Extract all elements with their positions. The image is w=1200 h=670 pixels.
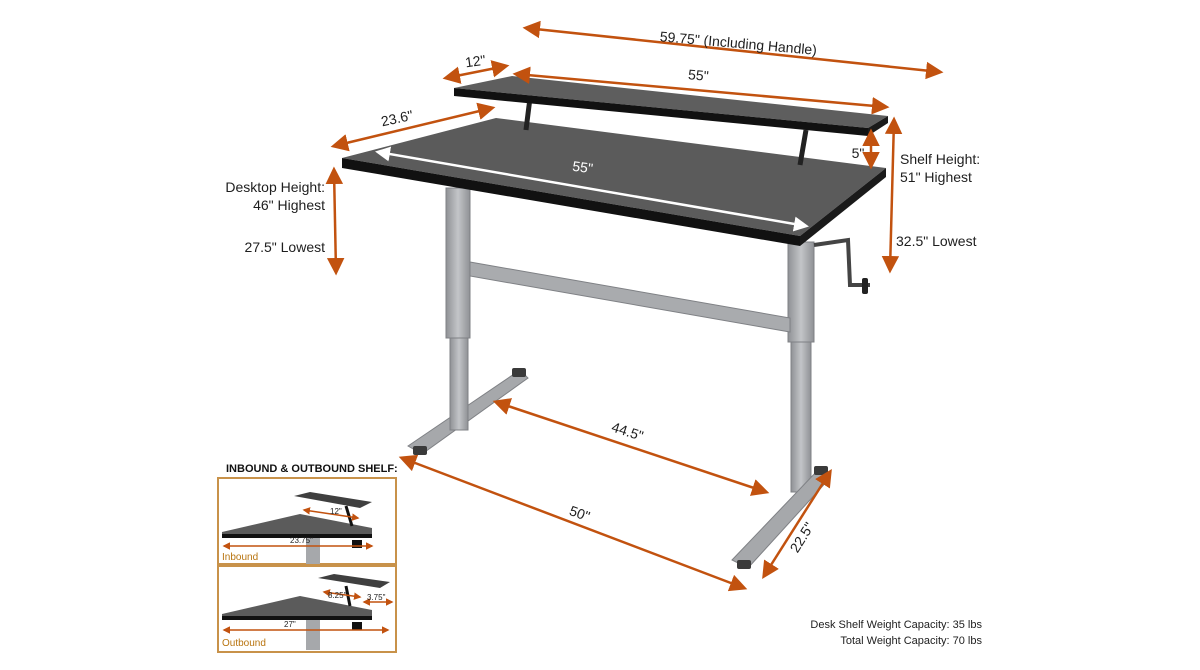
left-leg-upper [445, 187, 471, 339]
capacity-shelf: Desk Shelf Weight Capacity: 35 lbs [810, 619, 982, 631]
outbound-shelf-label: 8.25" [328, 591, 347, 600]
arrow-shelf-width [512, 66, 890, 115]
right-foot-pad-back [814, 466, 828, 475]
crank-knob[interactable] [862, 278, 868, 294]
label-desktop-highest: 46" Highest [253, 197, 325, 213]
label-shelf-width: 55" [688, 66, 710, 84]
left-foot-pad-back [512, 368, 526, 377]
desktop-edge-right [800, 168, 886, 246]
arrow-base-length [398, 454, 748, 592]
crank-handle[interactable] [813, 237, 870, 287]
label-desktop-height-title: Desktop Height: [225, 179, 325, 195]
arrow-total-width [522, 20, 944, 80]
arrow-shelf-height [881, 116, 903, 274]
inbound-crank [352, 540, 362, 548]
outbound-crank [352, 622, 362, 630]
outbound-overhang-label: 3.75" [367, 593, 386, 602]
outbound-shelf [318, 574, 390, 588]
arrow-desktop-height [325, 166, 345, 276]
inbound-desk-edge [222, 534, 372, 538]
outbound-shelf-arrow [322, 589, 362, 600]
left-leg-lower [449, 337, 469, 431]
arrow-leg-span [492, 398, 770, 496]
arrow-shelf-depth [442, 60, 510, 84]
dimension-arrows [325, 20, 944, 592]
inbound-desk [222, 514, 372, 538]
inset-panel: INBOUND & OUTBOUND SHELF: 12" 23.75" Inb… [217, 463, 398, 653]
capacity-total: Total Weight Capacity: 70 lbs [840, 635, 982, 647]
label-shelf-depth: 12" [464, 52, 487, 71]
right-foot-pad-front [737, 560, 751, 569]
label-base-length: 50" [567, 502, 592, 524]
label-leg-span: 44.5" [610, 419, 646, 444]
label-desk-depth: 23.6" [380, 107, 415, 129]
label-shelf-lowest: 32.5" Lowest [896, 233, 977, 249]
outbound-label: Outbound [222, 638, 266, 649]
right-leg-upper [787, 241, 815, 343]
label-total-width: 59.75" (Including Handle) [659, 28, 817, 58]
outbound-desk-edge [222, 616, 372, 620]
arrow-desk-depth [330, 102, 496, 152]
label-base-depth: 22.5" [786, 519, 817, 555]
outbound-desk [222, 596, 372, 620]
outbound-depth-label: 27" [284, 620, 296, 629]
inbound-shelf [294, 492, 372, 508]
inbound-label: Inbound [222, 552, 258, 563]
inbound-depth-label: 23.75" [290, 536, 313, 545]
crossbar [469, 261, 791, 333]
left-foot-pad-front [413, 446, 427, 455]
outbound-leg [306, 620, 320, 650]
label-shelf-highest: 51" Highest [900, 169, 972, 185]
label-desk-width: 55" [571, 158, 594, 177]
inset-title: INBOUND & OUTBOUND SHELF: [226, 463, 398, 475]
right-leg-lower [790, 341, 812, 493]
desk-frame [407, 187, 870, 569]
label-shelf-gap: 5" [852, 145, 865, 161]
inbound-shelf-label: 12" [330, 507, 342, 516]
arrow-desk-width [375, 146, 809, 232]
label-desktop-lowest: 27.5" Lowest [245, 239, 326, 255]
arrow-base-depth [762, 469, 832, 579]
inbound-shelf-arrow [302, 507, 360, 521]
label-shelf-height-title: Shelf Height: [900, 151, 980, 167]
